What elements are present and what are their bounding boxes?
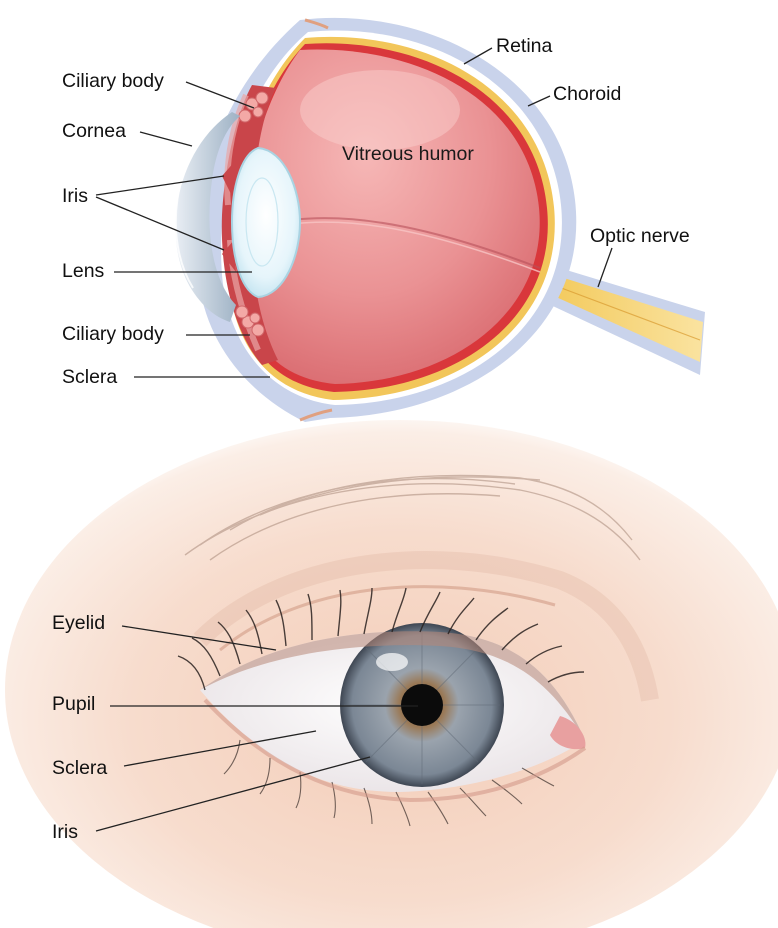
leader-iris-bottom	[95, 196, 225, 251]
tear-duct	[550, 716, 586, 750]
label-cornea: Cornea	[62, 120, 126, 142]
lower-eyelashes	[223, 739, 555, 827]
label-choroid: Choroid	[553, 83, 621, 105]
iris-shape-top	[222, 160, 236, 196]
label-ciliary-body-bottom: Ciliary body	[62, 323, 164, 345]
label-lens: Lens	[62, 260, 105, 282]
label-retina: Retina	[496, 35, 553, 57]
lens-shape	[230, 146, 302, 299]
leader-iris-top	[95, 175, 225, 196]
cornea-shape	[175, 112, 240, 322]
eye-cross-section	[174, 17, 705, 422]
ciliary-body-top-shape	[238, 91, 269, 123]
optic-nerve	[540, 262, 705, 375]
label-eyelid: Eyelid	[52, 612, 105, 634]
label-sclera-section: Sclera	[62, 366, 117, 388]
leader-sclera-external	[123, 730, 317, 767]
pupil-disc	[401, 684, 443, 726]
leader-iris-external	[95, 756, 371, 832]
leader-cornea	[139, 131, 193, 147]
cross-section-labels: Retina Choroid Ciliary body Cornea Iris …	[62, 35, 690, 388]
leader-eyelid	[121, 625, 277, 651]
eye-external-view	[5, 420, 778, 928]
upper-eyelashes	[177, 587, 585, 691]
label-ciliary-body-top: Ciliary body	[62, 70, 164, 92]
vitreous-body	[239, 49, 540, 384]
label-pupil: Pupil	[52, 693, 95, 715]
leader-optic-nerve	[597, 247, 613, 288]
label-optic-nerve: Optic nerve	[590, 225, 690, 247]
eyebrow	[184, 474, 641, 561]
leader-choroid	[527, 95, 551, 107]
leader-retina	[463, 47, 493, 65]
label-iris: Iris	[62, 185, 88, 207]
label-vitreous-humor: Vitreous humor	[342, 143, 474, 165]
label-iris-external: Iris	[52, 821, 78, 843]
label-sclera-external: Sclera	[52, 757, 107, 779]
ciliary-body-bottom-shape	[235, 305, 265, 337]
iris-shape-bottom	[222, 240, 236, 272]
leader-ciliary-body-top	[185, 81, 255, 109]
external-view-labels: Eyelid Pupil Sclera Iris	[52, 612, 418, 843]
